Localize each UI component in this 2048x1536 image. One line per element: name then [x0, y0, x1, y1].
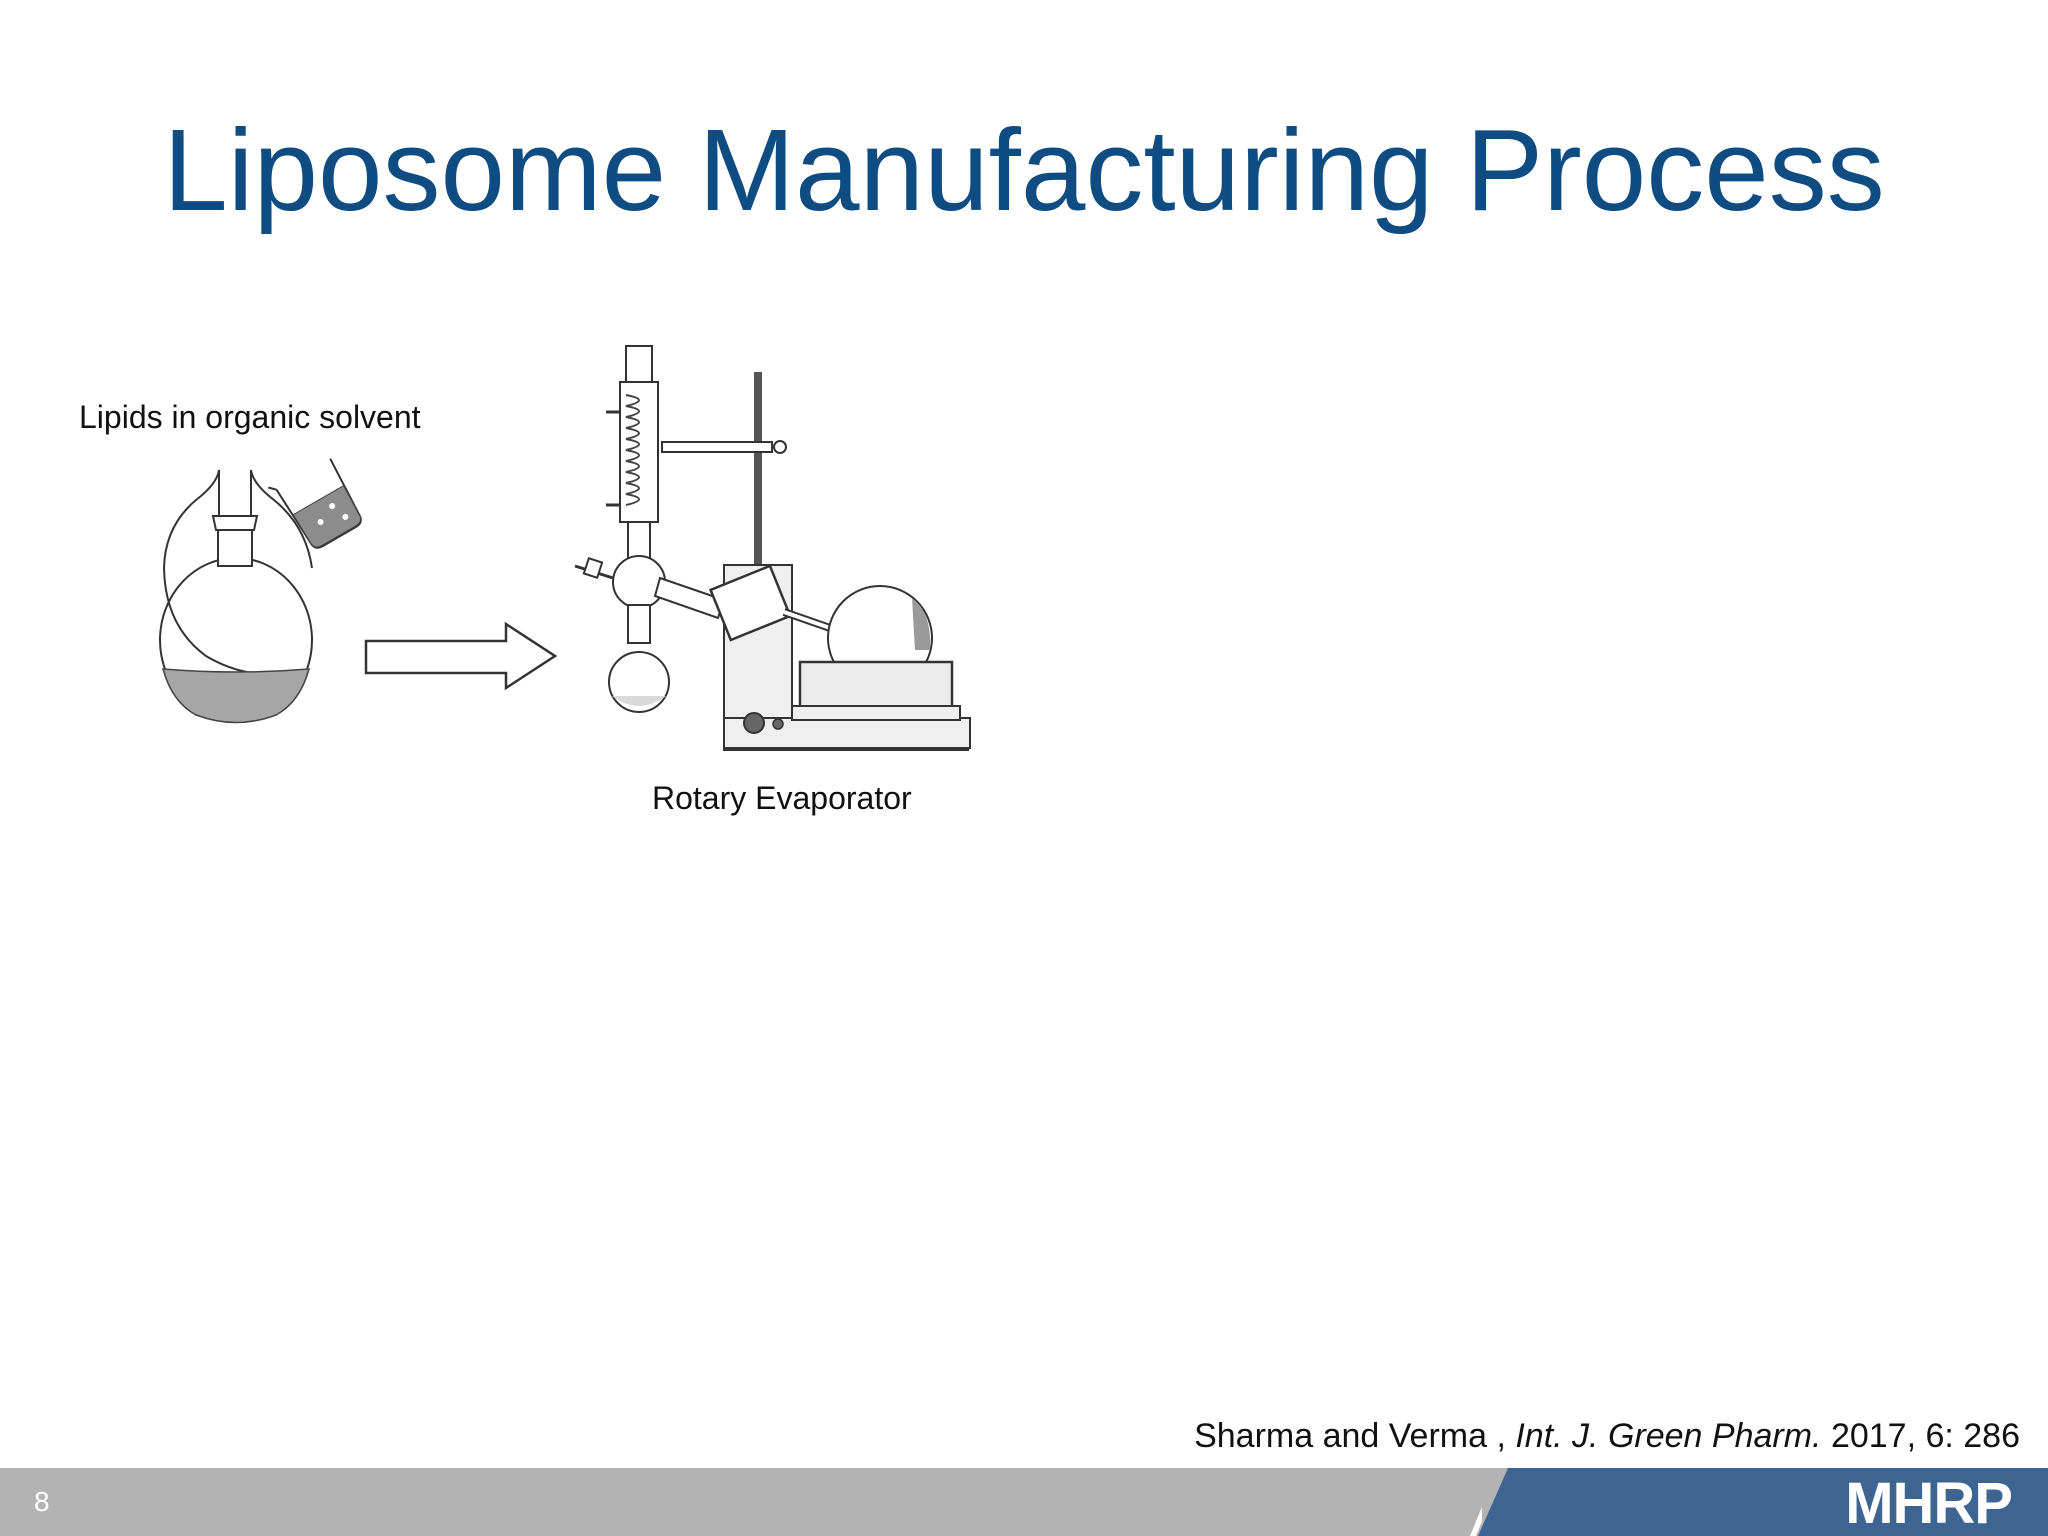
process-diagram — [159, 345, 971, 751]
citation-details: 2017, 6: 286 — [1830, 1417, 2020, 1455]
footer-brand-panel: MHRP — [1478, 1468, 2048, 1536]
citation: Sharma and Verma , Int. J. Green Pharm. … — [1194, 1415, 2020, 1457]
rotary-evaporator-icon — [574, 345, 971, 751]
slide-title: Liposome Manufacturing Process — [163, 105, 1885, 235]
arrow-right-icon — [364, 621, 558, 691]
citation-journal: Int. J. Green Pharm. — [1515, 1417, 1822, 1455]
brand-logo: MHRP — [1845, 1471, 2013, 1536]
label-lipids-in-organic-solvent: Lipids in organic solvent — [79, 399, 421, 435]
beaker-icon — [268, 458, 362, 549]
footer-bar: 8 MHRP — [0, 1468, 2048, 1536]
label-rotary-evaporator: Rotary Evaporator — [652, 780, 912, 816]
page-number: 8 — [34, 1486, 50, 1517]
round-bottom-flask-icon — [159, 469, 313, 724]
citation-authors: Sharma and Verma , — [1194, 1417, 1506, 1455]
footer-divider — [1470, 1468, 1482, 1536]
